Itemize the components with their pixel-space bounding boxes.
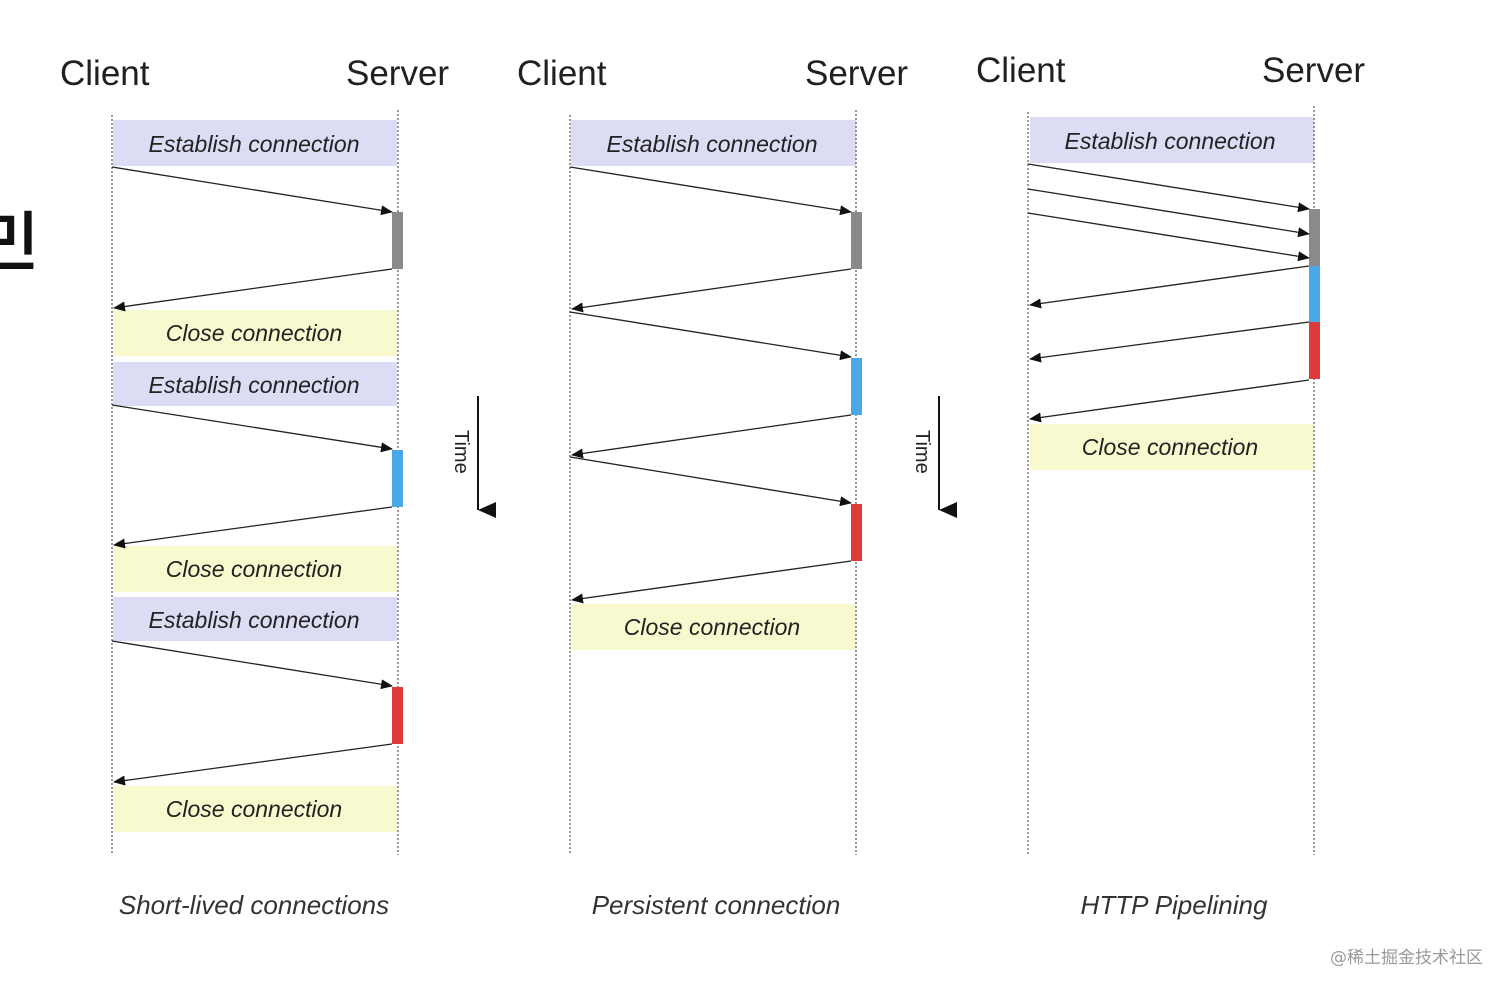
request-arrow: [1027, 188, 1310, 238]
server-processing-bar: [851, 212, 862, 269]
response-arrow: [1029, 321, 1310, 363]
establish-connection-label: Establish connection: [607, 131, 818, 157]
close-connection-box: [113, 310, 397, 356]
server-processing-bar: [851, 358, 862, 415]
server-label: Server: [346, 54, 449, 93]
server-processing-bar: [392, 450, 403, 507]
establish-connection-box: [571, 120, 856, 166]
request-arrow: [569, 166, 852, 216]
time-axis: Time: [450, 396, 496, 518]
request-arrow: [569, 456, 852, 507]
client-label: Client: [976, 51, 1066, 90]
column-pipelining: Client Server Establish connection Close…: [976, 51, 1365, 920]
establish-connection-label: Establish connection: [1065, 128, 1276, 154]
establish-connection-box: [113, 362, 397, 406]
request-arrow: [569, 311, 852, 361]
establish-connection-box: [1030, 117, 1314, 163]
time-label: Time: [450, 430, 472, 474]
establish-connection-label: Establish connection: [149, 131, 360, 157]
server-processing-bar: [392, 212, 403, 269]
close-connection-label: Close connection: [166, 556, 342, 582]
cropped-edge-glyph: 민: [0, 207, 39, 281]
response-arrow: [571, 414, 852, 459]
establish-connection-box: [113, 597, 397, 641]
close-connection-box: [571, 604, 856, 650]
request-arrow: [111, 404, 393, 453]
establish-connection-label: Establish connection: [149, 607, 360, 633]
server-processing-bar: [1309, 266, 1320, 322]
client-label: Client: [60, 54, 150, 93]
request-arrow: [111, 166, 393, 216]
diagram-caption: Short-lived connections: [119, 890, 389, 920]
response-arrow: [113, 506, 393, 549]
close-connection-label: Close connection: [1082, 434, 1258, 460]
diagram-caption: HTTP Pipelining: [1081, 890, 1268, 920]
server-processing-bar: [1309, 322, 1320, 379]
response-arrow: [113, 743, 393, 786]
close-connection-box: [113, 786, 397, 832]
close-connection-label: Close connection: [166, 320, 342, 346]
close-connection-label: Close connection: [624, 614, 800, 640]
response-arrow: [571, 268, 852, 313]
column-short-lived: Client Server Establish connection Close…: [60, 54, 449, 920]
server-processing-bar: [851, 504, 862, 561]
request-arrow: [111, 640, 393, 690]
time-label: Time: [911, 430, 933, 474]
response-arrow: [1029, 379, 1310, 423]
establish-connection-label: Establish connection: [149, 372, 360, 398]
time-axis: Time: [911, 396, 957, 518]
response-arrow: [1029, 265, 1310, 309]
server-label: Server: [805, 54, 908, 93]
close-connection-box: [113, 546, 397, 592]
diagram-caption: Persistent connection: [592, 890, 841, 920]
column-persistent: Client Server Establish connection Close…: [517, 54, 908, 920]
client-label: Client: [517, 54, 607, 93]
close-connection-label: Close connection: [166, 796, 342, 822]
close-connection-box: [1030, 424, 1314, 470]
establish-connection-box: [113, 120, 397, 166]
server-processing-bar: [392, 687, 403, 744]
response-arrow: [571, 560, 852, 604]
response-arrow: [113, 268, 393, 312]
request-arrow: [1027, 163, 1310, 213]
request-arrow: [1027, 212, 1310, 262]
watermark: @稀土掘金技术社区: [1330, 948, 1483, 968]
server-processing-bar: [1309, 209, 1320, 266]
server-label: Server: [1262, 51, 1365, 90]
